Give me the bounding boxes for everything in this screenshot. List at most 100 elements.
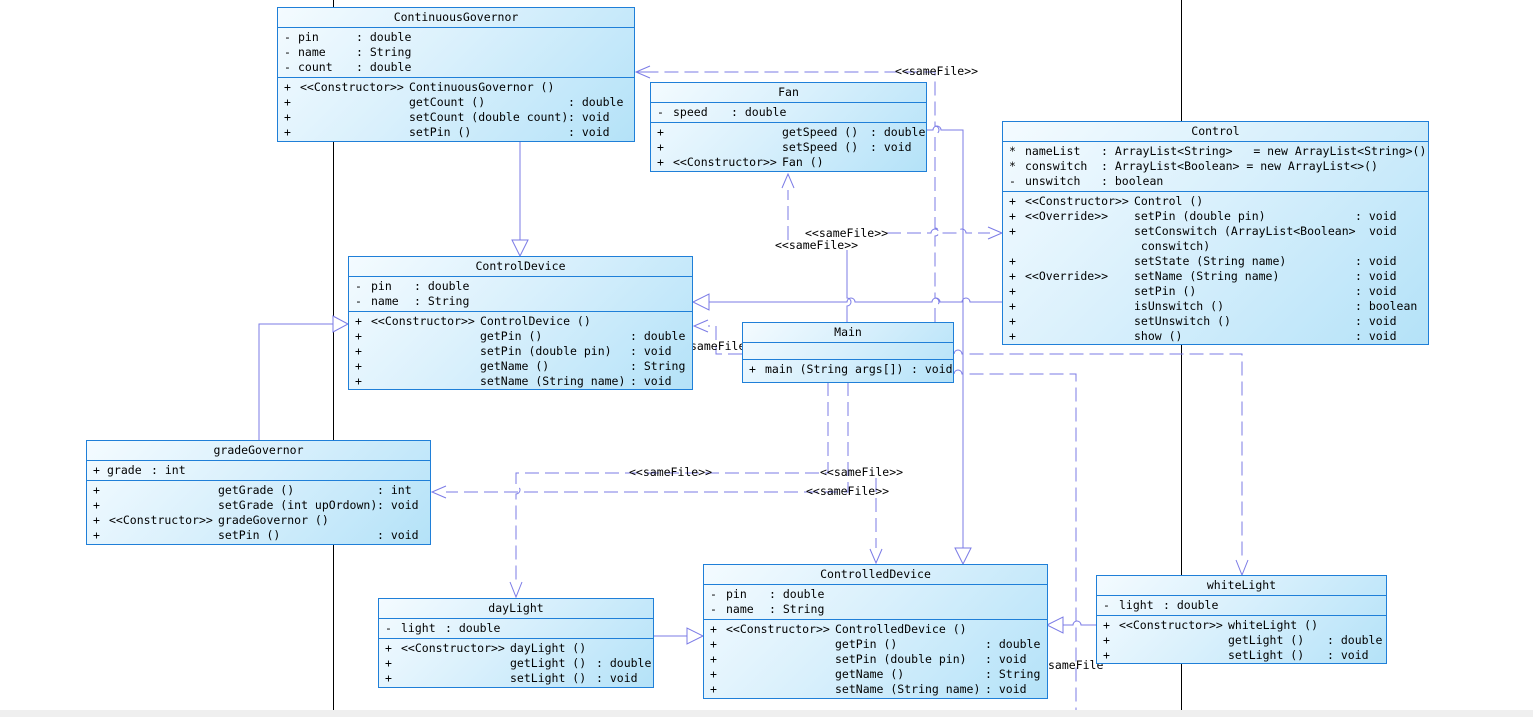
return-type: void	[1369, 224, 1397, 238]
class-name: ContinuousGovernor	[278, 8, 634, 28]
operation-row-continued: conswitch)	[1003, 239, 1428, 254]
operation-row: +setConswitch (ArrayList<Boolean>void	[1003, 224, 1428, 239]
attributes-compartment: +grade: int	[87, 461, 430, 481]
visibility: -	[355, 294, 362, 308]
samefile-label: sameFile	[1048, 658, 1104, 672]
attributes-compartment: -light: double	[379, 619, 653, 639]
dependency-arrowhead	[509, 581, 523, 599]
attribute-type: : boolean	[1101, 174, 1164, 188]
visibility: +	[657, 155, 664, 169]
class-main[interactable]: Main +main (String args[]): void	[742, 322, 954, 383]
return-type: : void	[568, 125, 610, 139]
operations-compartment: +main (String args[]): void	[743, 360, 953, 379]
class-continuousgovernor[interactable]: ContinuousGovernor -pin: double -name: S…	[277, 7, 635, 142]
operation-signature: setState (String name)	[1134, 254, 1287, 268]
return-type: : void	[1355, 314, 1397, 328]
attribute-name: pin	[726, 587, 747, 601]
operation-signature: main (String args[])	[765, 362, 904, 376]
operation-row: +setName (String name): void	[704, 682, 1047, 697]
operation-signature-continued: conswitch)	[1134, 239, 1211, 253]
attribute-name: name	[371, 294, 399, 308]
visibility: +	[385, 671, 392, 685]
horizontal-scrollbar-track[interactable]	[0, 710, 1533, 717]
visibility: +	[1009, 284, 1016, 298]
attributes-compartment: -pin: double -name: String	[704, 585, 1047, 620]
operation-row: +setName (String name): void	[349, 374, 692, 389]
attribute-row: -name: String	[278, 45, 634, 60]
generalization-arrowhead	[332, 315, 350, 333]
operations-compartment: +<<Constructor>>Control () +<<Override>>…	[1003, 192, 1428, 346]
return-type: : void	[1355, 284, 1397, 298]
attribute-name: name	[726, 602, 754, 616]
dependency-main-continuousgovernor	[650, 71, 940, 322]
generalization-arrowhead	[691, 293, 710, 311]
operation-signature: dayLight ()	[510, 641, 587, 655]
attribute-row: -name: String	[349, 294, 692, 309]
attribute-name: pin	[371, 279, 392, 293]
return-type: : void	[630, 374, 672, 388]
operation-signature: setPin (double pin)	[835, 652, 967, 666]
visibility: -	[710, 602, 717, 616]
visibility: +	[1009, 194, 1016, 208]
dependency-main-control	[887, 228, 990, 234]
visibility: +	[710, 682, 717, 696]
visibility: +	[93, 498, 100, 512]
class-name: ControlDevice	[349, 257, 692, 277]
operation-signature: setPin (double pin)	[1134, 209, 1266, 223]
operation-row: +setPin (): void	[1003, 284, 1428, 299]
visibility: +	[93, 513, 100, 527]
class-name: whiteLight	[1097, 576, 1386, 596]
dependency-arrowhead	[692, 319, 709, 333]
stereotype: <<Constructor>>	[1025, 194, 1129, 208]
attribute-name: conswitch	[1025, 159, 1088, 173]
swimlane-divider-left	[333, 0, 334, 710]
operation-row: +getCount (): double	[278, 95, 634, 110]
operation-signature: gradeGovernor ()	[218, 513, 329, 527]
class-whitelight[interactable]: whiteLight -light: double +<<Constructor…	[1096, 575, 1387, 664]
operation-row: +setPin (double pin): void	[704, 652, 1047, 667]
class-daylight[interactable]: dayLight -light: double +<<Constructor>>…	[378, 598, 654, 688]
operation-row: +setPin (): void	[87, 528, 430, 543]
return-type: : void	[1355, 269, 1397, 283]
visibility: *	[1009, 159, 1016, 173]
visibility: +	[355, 314, 362, 328]
attributes-compartment: -pin: double -name: String -count: doubl…	[278, 28, 634, 78]
dependency-main-gradegovernor	[446, 382, 849, 493]
stereotype: <<Constructor>>	[371, 314, 475, 328]
operation-signature: ContinuousGovernor ()	[409, 80, 555, 94]
class-gradegovernor[interactable]: gradeGovernor +grade: int +getGrade (): …	[86, 440, 431, 545]
attribute-row: -light: double	[379, 621, 653, 636]
return-type: : String	[630, 359, 686, 373]
visibility: +	[93, 483, 100, 497]
operation-row: +main (String args[]): void	[743, 362, 953, 377]
operation-signature: setPin ()	[218, 528, 281, 542]
attributes-compartment: -speed: double	[651, 103, 926, 123]
operation-signature: isUnswitch ()	[1134, 299, 1225, 313]
samefile-label: <<sameFile>>	[806, 484, 890, 498]
visibility: +	[284, 125, 291, 139]
attributes-compartment	[743, 343, 953, 360]
operation-row: +show (): void	[1003, 329, 1428, 344]
attribute-type: : double	[356, 60, 412, 74]
visibility: +	[657, 140, 664, 154]
operation-signature: getLight ()	[510, 656, 587, 670]
return-type: : void	[1355, 254, 1397, 268]
operation-signature: setPin (double pin)	[480, 344, 612, 358]
class-controldevice[interactable]: ControlDevice -pin: double -name: String…	[348, 256, 693, 390]
samefile-label: <<sameFile>>	[820, 465, 904, 479]
attribute-row: -pin: double	[704, 587, 1047, 602]
stereotype: <<Constructor>>	[300, 80, 404, 94]
operation-signature: setName (String name)	[835, 682, 981, 696]
visibility: -	[657, 105, 664, 119]
attribute-type: : double	[1163, 598, 1219, 612]
class-fan[interactable]: Fan -speed: double +getSpeed (): double …	[650, 82, 927, 172]
class-controlleddevice[interactable]: ControlledDevice -pin: double -name: Str…	[703, 564, 1048, 699]
return-type: : int	[377, 483, 412, 497]
operation-row: +<<Constructor>>ControlDevice ()	[349, 314, 692, 329]
line-main-up	[846, 250, 852, 322]
visibility: +	[1103, 618, 1110, 632]
attribute-type: : double	[731, 105, 787, 119]
class-control[interactable]: Control *nameList: ArrayList<String> = n…	[1002, 121, 1429, 345]
class-name: gradeGovernor	[87, 441, 430, 461]
attributes-compartment: -pin: double -name: String	[349, 277, 692, 312]
